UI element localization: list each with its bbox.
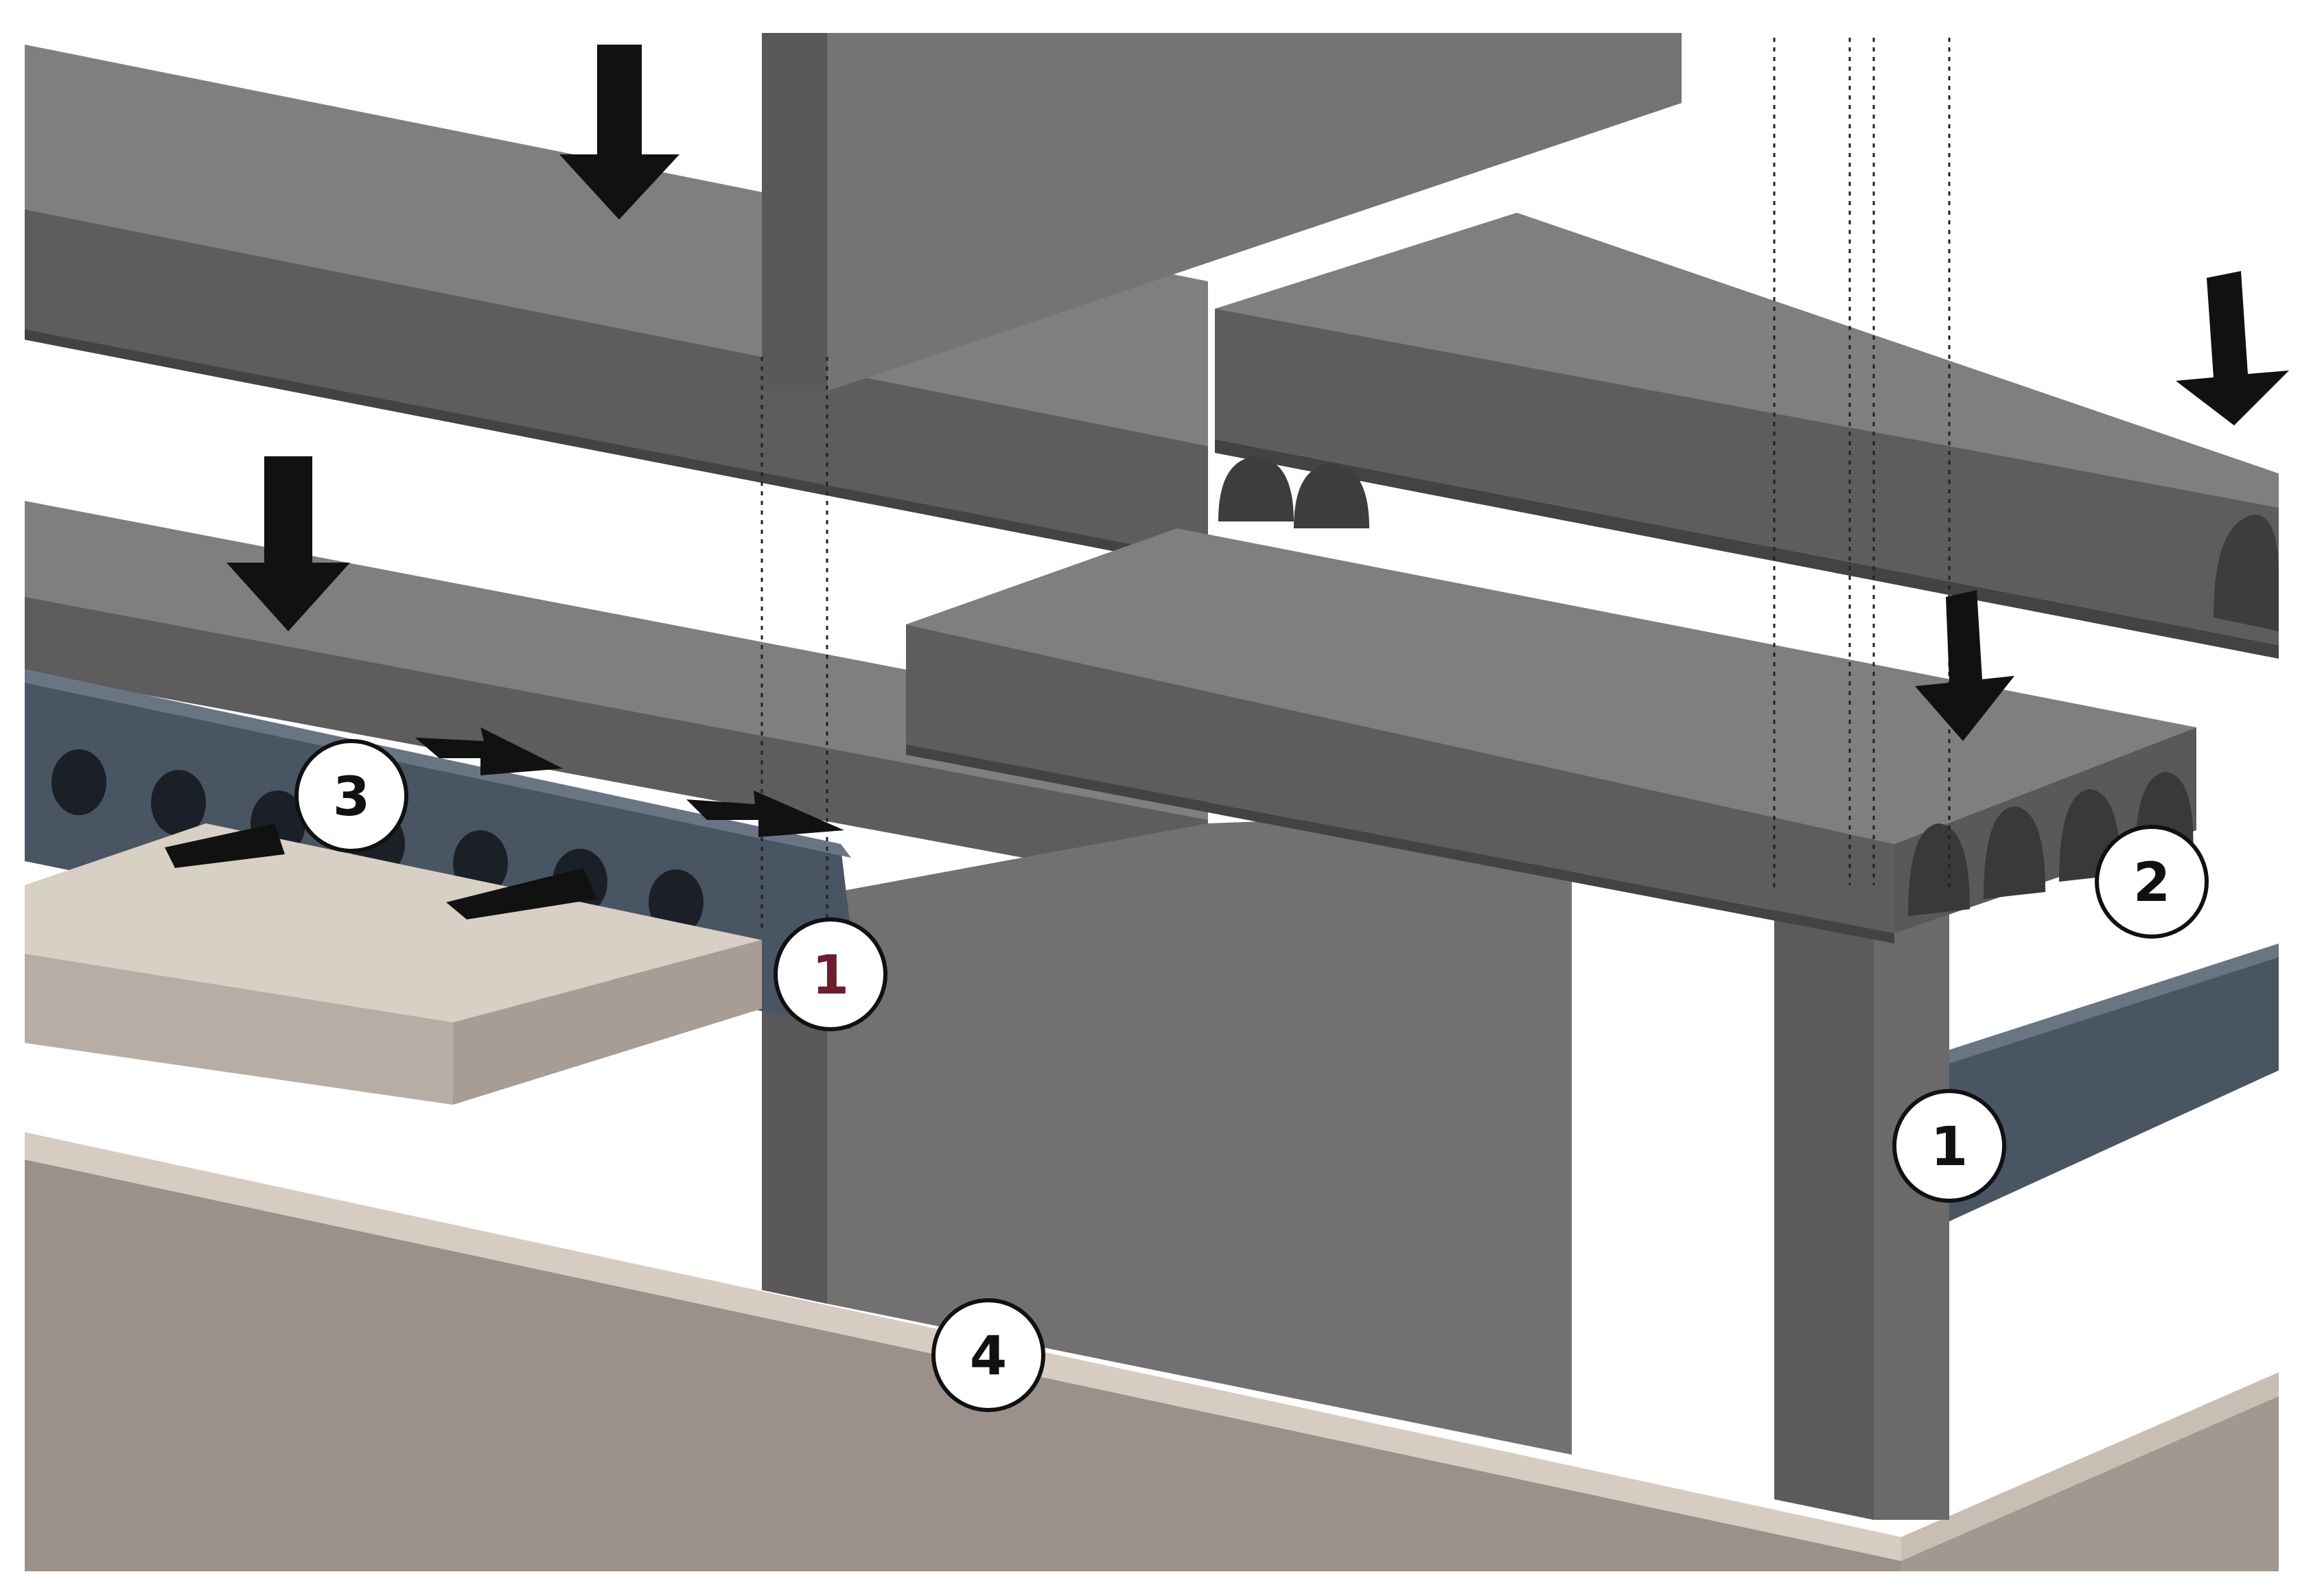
callout-1-left-label: 1 <box>812 945 849 1007</box>
callout-2-label: 2 <box>2133 852 2170 914</box>
down-arrow-icon <box>226 456 350 631</box>
callout-3-label: 3 <box>333 766 370 828</box>
push-arrow-icon <box>686 790 844 837</box>
tan-board <box>25 823 762 1105</box>
steel-beam-right <box>1949 943 2279 1221</box>
central-wall <box>762 33 1682 391</box>
callout-3: 3 <box>294 739 408 853</box>
slab-upper-right <box>1215 213 2279 659</box>
push-arrow-icon <box>165 823 285 868</box>
callout-1-left: 1 <box>774 917 887 1031</box>
callout-1-right-label: 1 <box>1931 1116 1968 1178</box>
down-arrow-icon <box>1915 590 2014 741</box>
down-arrow-icon <box>2176 271 2289 425</box>
callout-2: 2 <box>2095 825 2209 939</box>
push-arrow-icon <box>415 727 563 775</box>
alignment-lines <box>760 38 1951 933</box>
callout-4-label: 4 <box>970 1326 1007 1387</box>
slab-center <box>906 528 2196 943</box>
callout-4: 4 <box>931 1298 1045 1412</box>
down-arrow-icon <box>559 45 679 220</box>
callout-1-right: 1 <box>1892 1089 2006 1203</box>
push-arrow-icon <box>446 868 597 919</box>
upper-right-slab-cores <box>1218 456 2279 631</box>
